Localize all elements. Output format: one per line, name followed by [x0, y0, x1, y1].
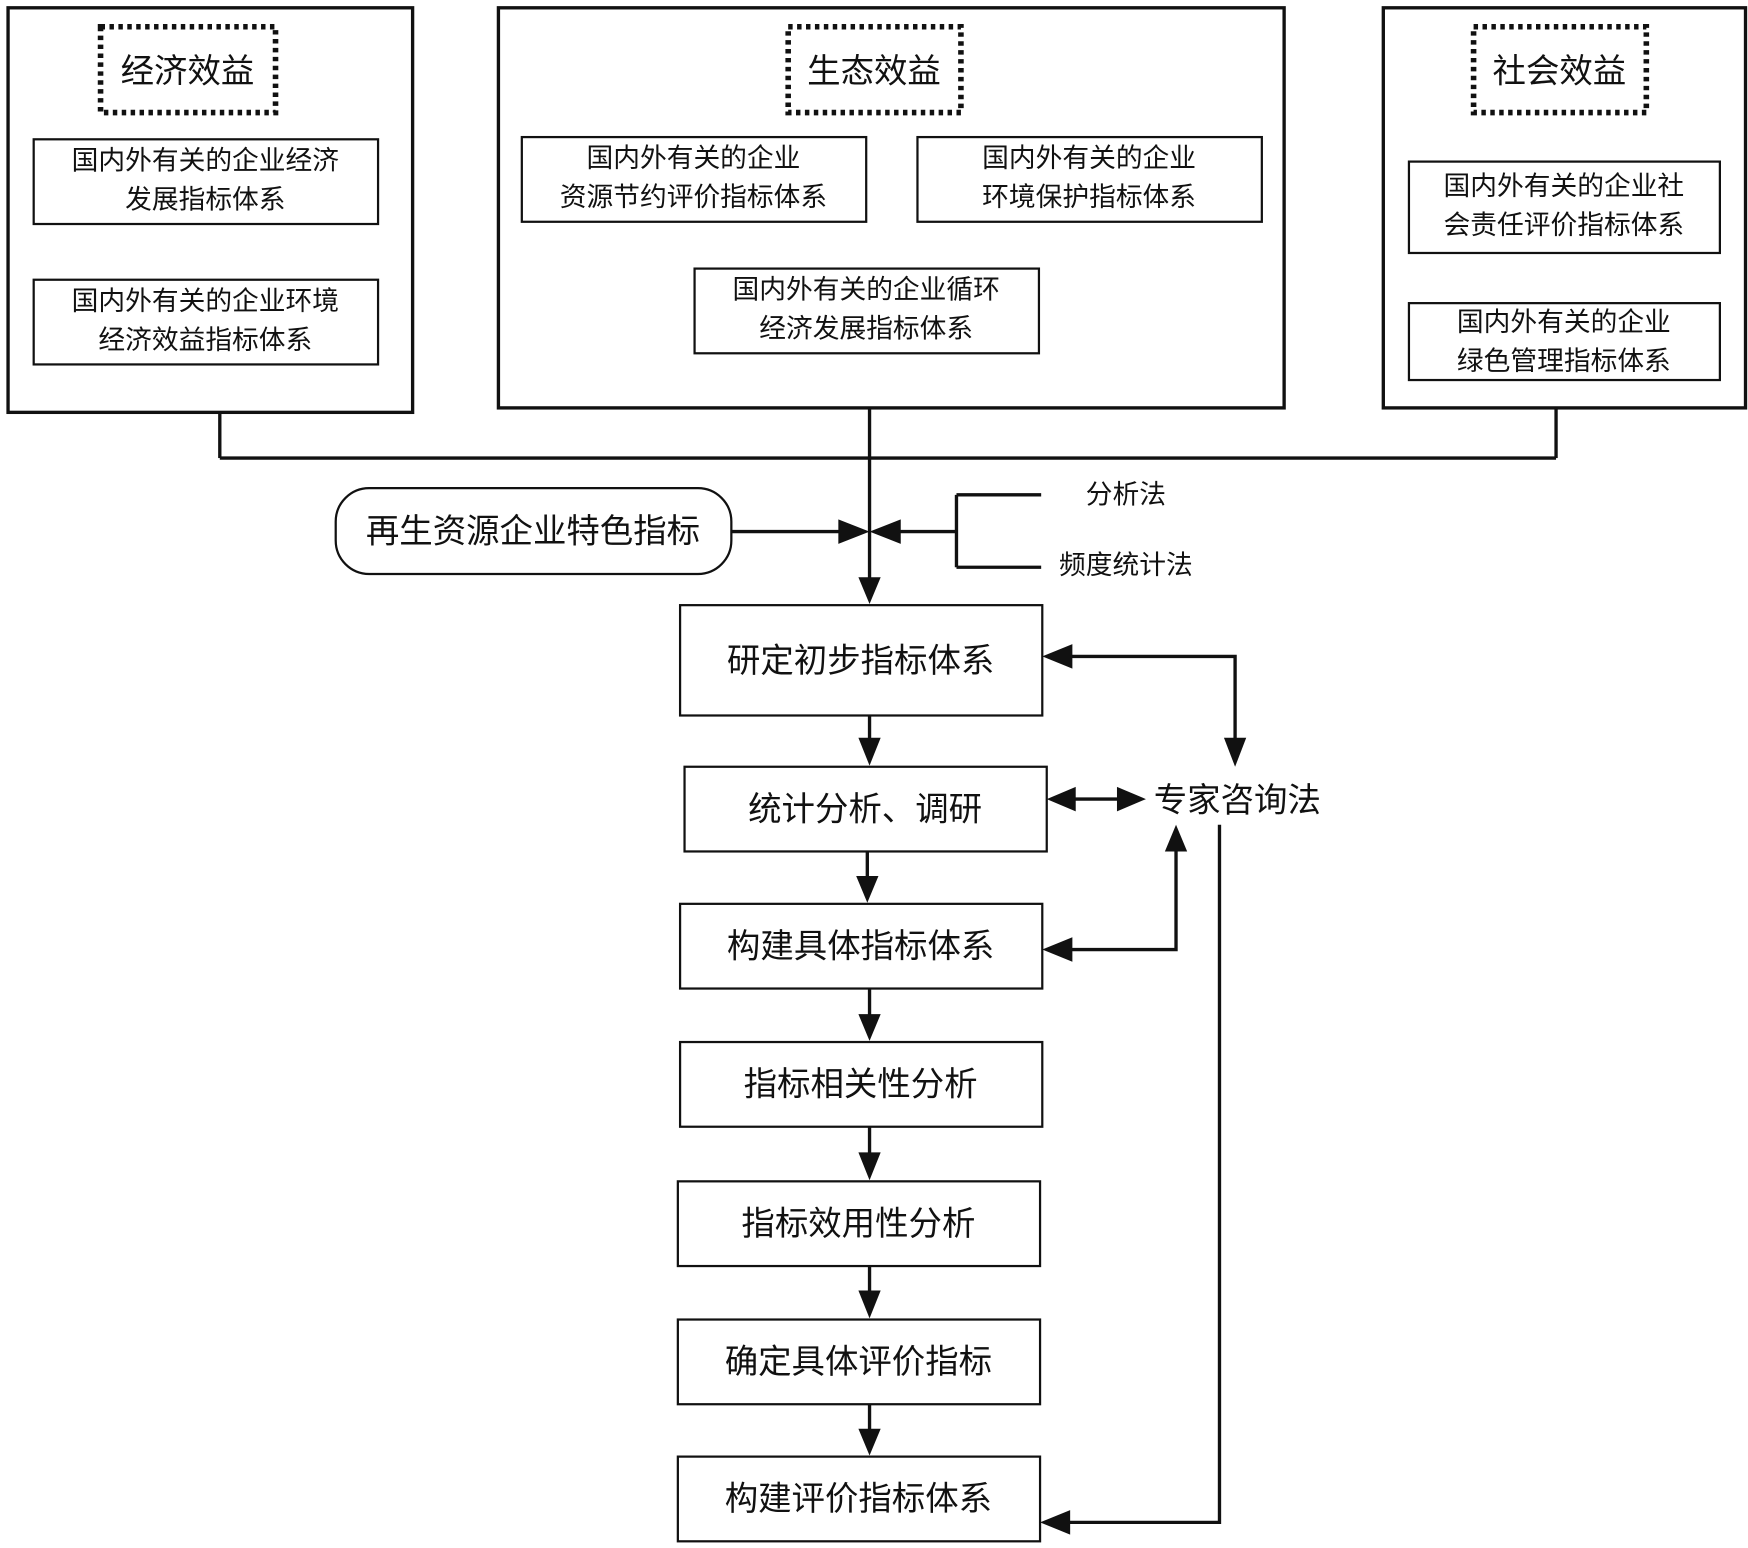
special-indicator-label: 再生资源企业特色指标 [366, 512, 700, 551]
step-label: 确定具体评价指标 [725, 1342, 992, 1381]
arrow-down-icon [858, 737, 881, 766]
step-label: 统计分析、调研 [748, 789, 982, 828]
step-label: 构建评价指标体系 [725, 1479, 992, 1518]
source-box [520, 135, 868, 223]
label-line: 发展指标体系 [125, 184, 285, 215]
label-line: 环境保护指标体系 [982, 182, 1196, 213]
source-box [32, 138, 380, 226]
source-box-label: 国内外有关的企业资源节约评价指标体系 [560, 143, 827, 213]
expert-feedback: 专家咨询法 [1040, 644, 1321, 1535]
ecological-benefit-group: 生态效益 国内外有关的企业资源节约评价指标体系 国内外有关的企业环境保护指标体系… [496, 6, 1286, 410]
step-label: 指标相关性分析 [744, 1065, 978, 1104]
economic-benefit-title: 经济效益 [121, 51, 255, 90]
process-steps: 研定初步指标体系 统计分析、调研 构建具体指标体系 指标相关性分析 指标效用性分… [676, 604, 1048, 1543]
step-box [678, 1040, 1044, 1128]
step-box [678, 604, 1044, 717]
arrow-right-icon [1116, 786, 1146, 812]
arrow-down-icon [1223, 737, 1247, 767]
step-box [683, 765, 1048, 853]
economic-benefit-title-frame [97, 23, 279, 116]
label-line: 绿色管理指标体系 [1457, 346, 1671, 377]
arrow-down-icon [858, 1428, 881, 1456]
economic-benefit-group: 经济效益 国内外有关的企业经济发展指标体系 国内外有关的企业环境经济效益指标体系 [6, 6, 415, 415]
arrow-left-icon [869, 519, 901, 544]
step-label: 研定初步指标体系 [727, 641, 994, 680]
arrow-down-icon [858, 1014, 881, 1041]
source-box [1407, 302, 1721, 382]
step-box [678, 902, 1044, 990]
label-line: 国内外有关的企业 [1457, 307, 1671, 338]
source-box [916, 135, 1263, 223]
source-box [1407, 160, 1721, 255]
label-line: 资源节约评价指标体系 [560, 182, 827, 213]
source-box-label: 国内外有关的企业社会责任评价指标体系 [1444, 171, 1685, 241]
source-box-label: 国内外有关的企业环境保护指标体系 [982, 143, 1196, 213]
label-line: 经济发展指标体系 [759, 314, 973, 345]
arrow-down-icon [858, 1290, 881, 1319]
arrow-left-icon [1040, 1510, 1071, 1535]
label-line: 经济效益指标体系 [98, 325, 312, 356]
source-box-label: 国内外有关的企业绿色管理指标体系 [1457, 307, 1671, 377]
arrow-down-icon [856, 875, 879, 903]
social-benefit-group: 社会效益 国内外有关的企业社会责任评价指标体系 国内外有关的企业绿色管理指标体系 [1381, 6, 1748, 410]
label-line: 国内外有关的企业经济 [72, 145, 340, 176]
social-benefit-title: 社会效益 [1493, 51, 1627, 90]
merge-connector [218, 407, 1558, 605]
source-box [32, 278, 380, 366]
label-line: 会责任评价指标体系 [1444, 210, 1685, 241]
expert-method-label: 专家咨询法 [1154, 780, 1321, 819]
label-line: 国内外有关的企业 [982, 143, 1196, 174]
label-line: 国内外有关的企业社 [1444, 171, 1685, 202]
label-line: 国内外有关的企业环境 [72, 286, 339, 317]
source-box [693, 267, 1041, 355]
label-line: 国内外有关的企业循环 [733, 275, 1000, 306]
arrow-left-icon [1042, 644, 1073, 669]
ecological-benefit-title: 生态效益 [807, 51, 941, 90]
arrow-left-icon [1046, 786, 1076, 812]
arrow-down-icon [858, 1152, 881, 1181]
step-label: 指标效用性分析 [741, 1204, 975, 1243]
arrow-down-icon [858, 577, 881, 605]
arrow-left-icon [1042, 937, 1073, 962]
step-box [676, 1180, 1042, 1268]
ecological-benefit-title-frame [785, 23, 964, 116]
source-box-label: 国内外有关的企业循环经济发展指标体系 [733, 275, 1000, 345]
social-benefit-title-frame [1470, 23, 1650, 116]
source-box-label: 国内外有关的企业经济发展指标体系 [72, 145, 340, 215]
step-label: 构建具体指标体系 [727, 926, 994, 965]
arrow-up-icon [1164, 824, 1188, 852]
step-box [676, 1455, 1042, 1543]
method-label: 频度统计法 [1059, 550, 1193, 581]
label-line: 国内外有关的企业 [587, 143, 801, 174]
step-box [676, 1318, 1042, 1406]
arrow-right-icon [838, 519, 870, 544]
source-box-label: 国内外有关的企业环境经济效益指标体系 [72, 286, 339, 356]
method-label: 分析法 [1086, 480, 1166, 511]
connector-line [1067, 824, 1222, 1525]
connector-line [1070, 654, 1237, 743]
connector-line [1070, 849, 1178, 952]
